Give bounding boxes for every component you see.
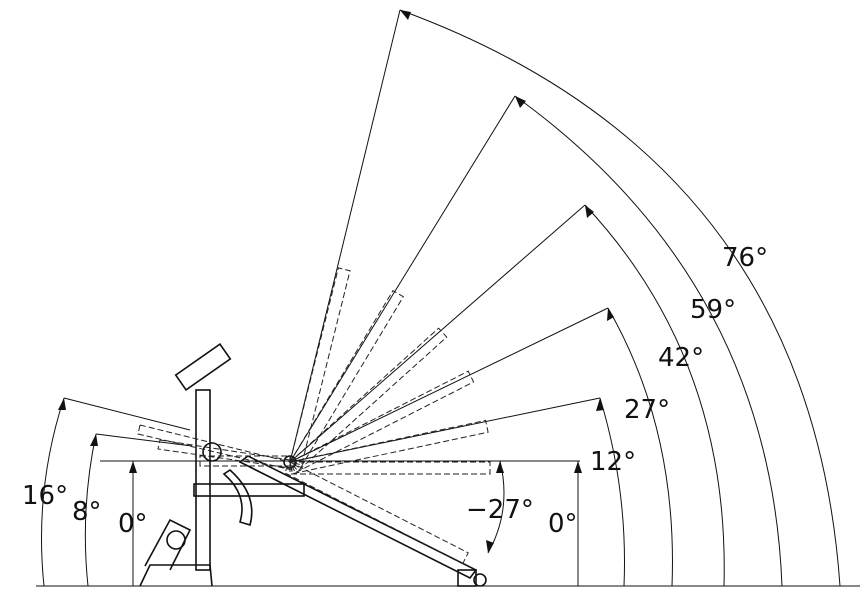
back-12-ray xyxy=(289,397,601,463)
backrest-pos-42 xyxy=(289,327,448,472)
bench-frame xyxy=(139,343,487,587)
back-neg27-arrowhead-top xyxy=(496,461,504,473)
seat-16-label: 16° xyxy=(22,481,68,511)
seat-16-ref-line xyxy=(63,397,191,431)
back-76-arrowhead xyxy=(400,10,411,20)
seat-pos-16 xyxy=(137,424,293,471)
seat-16-arc xyxy=(41,397,65,587)
seat-8-label: 8° xyxy=(72,497,102,527)
backrest-pos-neg27 xyxy=(283,461,469,565)
back-42-label: 42° xyxy=(658,343,704,373)
back-27-label: 27° xyxy=(624,395,670,425)
backrest-pos-76 xyxy=(289,267,351,466)
seat-16-arrowhead xyxy=(58,398,66,410)
back-12-arc xyxy=(599,397,625,587)
back-27-ray xyxy=(289,307,609,463)
front-brace xyxy=(144,518,192,571)
backrest-pos-27 xyxy=(289,370,475,474)
backrest-pos-0 xyxy=(289,461,491,475)
backrest-angle-dimensions xyxy=(289,9,841,587)
back-12-arrowhead xyxy=(596,398,604,411)
seat-8-ref-line xyxy=(95,433,193,447)
back-0-label: 0° xyxy=(548,509,578,539)
seat-positions xyxy=(137,424,293,471)
back-0-arrowhead xyxy=(574,461,582,473)
back-59-ray xyxy=(289,95,516,463)
back-76-label: 76° xyxy=(722,243,768,273)
back-12-label: 12° xyxy=(590,447,636,477)
seat-angle-dimensions xyxy=(41,397,193,587)
back-27-arc xyxy=(607,307,673,587)
back-27-arrowhead xyxy=(607,308,614,321)
front-wheel xyxy=(166,530,186,550)
back-neg27-arrowhead-bottom xyxy=(486,540,494,553)
adjustment-bracket xyxy=(222,468,253,527)
seat-0-arrowhead xyxy=(129,461,137,473)
leg-roller-pad xyxy=(174,343,232,391)
back-neg27-label: −27° xyxy=(466,495,534,525)
rear-wheel xyxy=(473,573,487,587)
back-42-arc xyxy=(584,204,725,587)
front-upright xyxy=(195,389,211,571)
seat-pivot xyxy=(202,442,222,462)
back-59-label: 59° xyxy=(690,295,736,325)
seat-8-arc xyxy=(84,433,97,587)
back-42-arrowhead xyxy=(585,205,594,218)
back-59-arrowhead xyxy=(515,96,526,108)
backrest-positions xyxy=(283,267,491,565)
back-42-ray xyxy=(289,204,586,463)
front-foot xyxy=(139,564,213,587)
seat-8-arrowhead xyxy=(90,434,98,446)
backrest-pos-59 xyxy=(289,289,404,469)
back-59-arc xyxy=(514,95,783,587)
backrest-pos-12 xyxy=(289,419,489,475)
back-76-arc xyxy=(399,9,841,587)
seat-0-label: 0° xyxy=(118,509,148,539)
rear-foot xyxy=(457,569,477,587)
